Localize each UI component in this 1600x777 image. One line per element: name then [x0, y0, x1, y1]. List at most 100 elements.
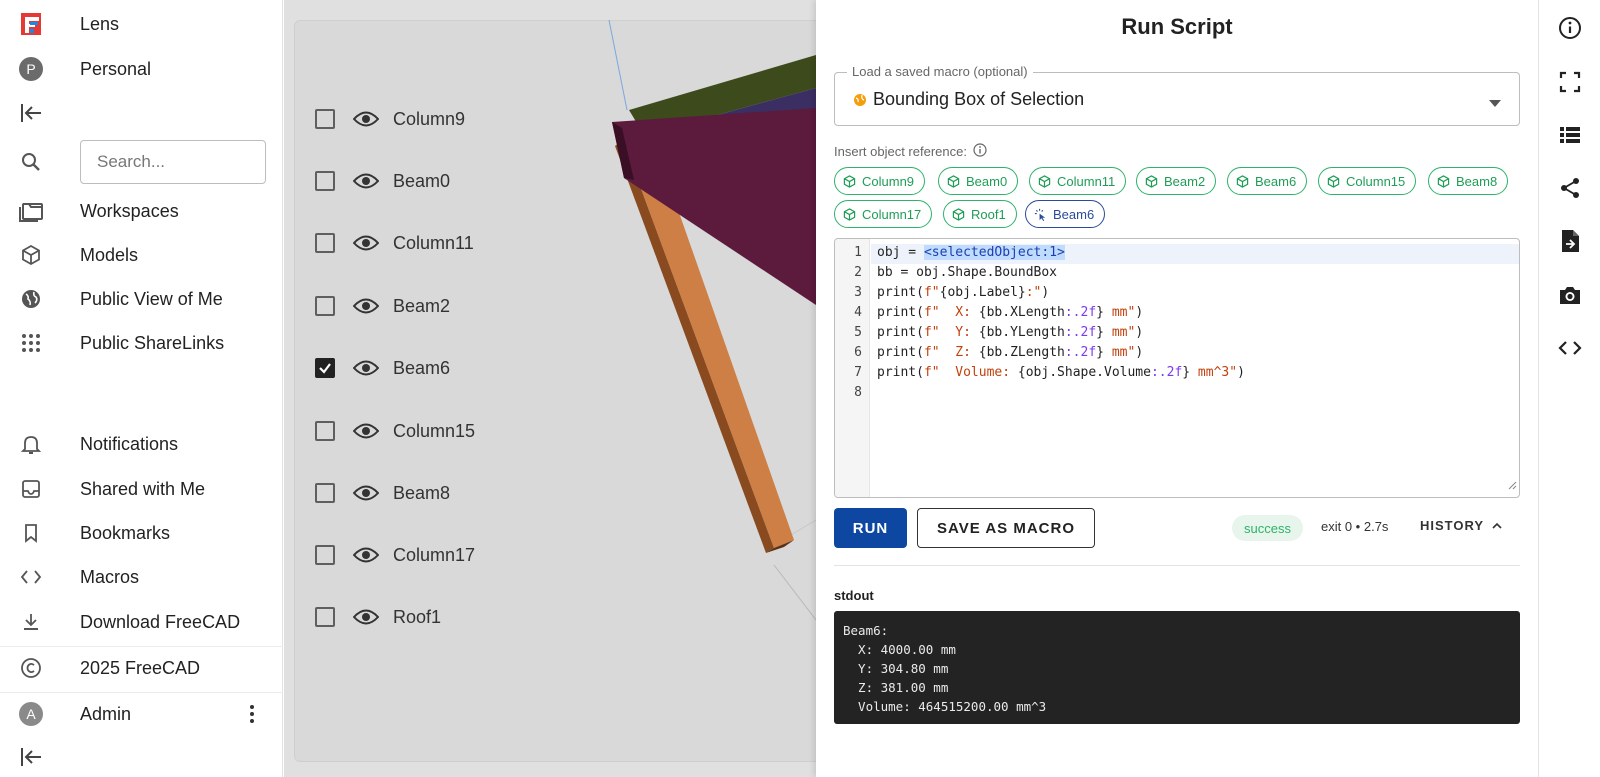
object-checkbox[interactable] — [315, 296, 335, 316]
code-line-2: bb = obj.Shape.BoundBox — [877, 265, 1058, 280]
code-line-5: print(f" Y: {bb.YLength:.2f} mm") — [877, 325, 1144, 340]
object-checkbox[interactable] — [315, 233, 335, 253]
run-button[interactable]: RUN — [834, 508, 907, 548]
eye-icon[interactable] — [353, 172, 379, 190]
chip-label: Roof1 — [971, 206, 1006, 222]
stdout-label: stdout — [834, 588, 874, 603]
eye-icon[interactable] — [353, 608, 379, 626]
nav-workspaces[interactable]: Workspaces — [0, 191, 283, 231]
admin-account[interactable]: A Admin — [0, 694, 283, 734]
code-line-6: print(f" Z: {bb.ZLength:.2f} mm") — [877, 345, 1144, 360]
object-checkbox[interactable] — [315, 545, 335, 565]
nav-public-sharelinks[interactable]: Public ShareLinks — [0, 323, 283, 363]
eye-icon[interactable] — [353, 359, 379, 377]
nav-public-view[interactable]: Public View of Me — [0, 279, 283, 319]
run-script-button[interactable] — [1556, 334, 1584, 362]
sidebar-divider-2 — [0, 692, 283, 693]
share-button[interactable] — [1556, 174, 1584, 202]
macro-select-label: Load a saved macro (optional) — [847, 64, 1033, 79]
chip-beam6-selected[interactable]: Beam6 — [1025, 200, 1106, 228]
nav-models-label: Models — [80, 244, 139, 265]
object-row-roof1[interactable]: Roof1 — [315, 599, 441, 635]
object-row-beam6[interactable]: Beam6 — [315, 350, 450, 386]
object-row-column9[interactable]: Column9 — [315, 101, 465, 137]
chip-label: Beam2 — [1164, 173, 1206, 189]
chip-roof1[interactable]: Roof1 — [943, 200, 1017, 228]
macro-select-value: Bounding Box of Selection — [873, 89, 1085, 109]
object-row-column11[interactable]: Column11 — [315, 225, 474, 261]
bell-icon — [18, 432, 44, 456]
copyright-link[interactable]: 2025 FreeCAD — [0, 648, 283, 688]
object-checkbox[interactable] — [315, 483, 335, 503]
admin-avatar: A — [19, 702, 43, 726]
chip-column11[interactable]: Column11 — [1029, 167, 1127, 195]
history-button[interactable]: HISTORY — [1420, 518, 1502, 533]
nav-bookmarks[interactable]: Bookmarks — [0, 513, 283, 553]
ground-axis-line — [773, 564, 816, 621]
cube-icon — [1145, 174, 1158, 188]
panel-title: Run Script — [1121, 14, 1233, 39]
object-row-beam8[interactable]: Beam8 — [315, 475, 450, 511]
object-checkbox[interactable] — [315, 109, 335, 129]
object-checkbox[interactable] — [315, 171, 335, 191]
fullscreen-button[interactable] — [1556, 68, 1584, 96]
list-view-button[interactable] — [1556, 121, 1584, 149]
workspace-switcher[interactable]: P Personal — [0, 49, 283, 89]
object-row-column15[interactable]: Column15 — [315, 413, 475, 449]
info-small-icon — [973, 143, 987, 160]
object-row-beam2[interactable]: Beam2 — [315, 288, 450, 324]
eye-icon[interactable] — [353, 297, 379, 315]
nav-notifications[interactable]: Notifications — [0, 424, 283, 464]
model-viewer[interactable]: Column9 Beam0 Column11 Beam2 Beam6 Colum… — [284, 0, 816, 777]
chevron-up-icon — [1492, 522, 1502, 529]
collapse-sidebar-button[interactable] — [0, 93, 283, 133]
eye-icon[interactable] — [353, 422, 379, 440]
object-checkbox[interactable] — [315, 607, 335, 627]
object-row-column17[interactable]: Column17 — [315, 537, 475, 573]
eye-icon[interactable] — [353, 234, 379, 252]
collapse-sidebar-bottom-button[interactable] — [0, 737, 283, 777]
line-gutter: 1 2 3 4 5 6 7 8 — [835, 239, 870, 497]
chip-beam0[interactable]: Beam0 — [938, 167, 1019, 195]
collapse-left-icon — [18, 745, 44, 769]
chip-beam6[interactable]: Beam6 — [1227, 167, 1308, 195]
chip-beam2[interactable]: Beam2 — [1136, 167, 1217, 195]
right-toolbar — [1538, 0, 1600, 777]
export-button[interactable] — [1556, 227, 1584, 255]
screenshot-button[interactable] — [1556, 281, 1584, 309]
chip-label: Beam8 — [1456, 173, 1498, 189]
copyright-icon — [18, 656, 44, 680]
chip-column15[interactable]: Column15 — [1318, 167, 1417, 195]
chip-beam8[interactable]: Beam8 — [1428, 167, 1509, 195]
beam-maroon — [612, 108, 816, 305]
column-bottom — [766, 540, 794, 553]
object-checkbox-checked[interactable] — [315, 358, 335, 378]
save-as-macro-button[interactable]: SAVE AS MACRO — [917, 508, 1095, 548]
macro-select[interactable]: Load a saved macro (optional) Bounding B… — [834, 64, 1520, 126]
nav-download-freecad[interactable]: Download FreeCAD — [0, 602, 283, 642]
eye-icon[interactable] — [353, 484, 379, 502]
chip-column17[interactable]: Column17 — [834, 200, 933, 228]
eye-icon[interactable] — [353, 546, 379, 564]
line-number: 6 — [854, 345, 862, 360]
nav-shared-with-me[interactable]: Shared with Me — [0, 469, 283, 509]
chip-column9[interactable]: Column9 — [834, 167, 926, 195]
search-button[interactable] — [0, 142, 70, 182]
object-name: Roof1 — [393, 606, 442, 627]
nav-macros[interactable]: Macros — [0, 557, 283, 597]
code-editor[interactable]: 1 2 3 4 5 6 7 8 obj = <selectedObject:1>… — [834, 238, 1520, 498]
resize-handle-icon[interactable] — [1507, 477, 1517, 495]
object-row-beam0[interactable]: Beam0 — [315, 163, 450, 199]
share-icon — [1561, 178, 1579, 198]
object-name: Column17 — [393, 544, 476, 565]
info-button[interactable] — [1556, 14, 1584, 42]
object-name: Beam0 — [393, 170, 451, 191]
app-header[interactable]: Lens — [0, 4, 283, 44]
search-input[interactable] — [80, 140, 266, 184]
nav-models[interactable]: Models — [0, 235, 283, 275]
object-name: Column15 — [393, 420, 476, 441]
3d-scene[interactable] — [284, 0, 816, 777]
object-checkbox[interactable] — [315, 421, 335, 441]
more-vert-icon[interactable] — [240, 702, 264, 731]
eye-icon[interactable] — [353, 110, 379, 128]
